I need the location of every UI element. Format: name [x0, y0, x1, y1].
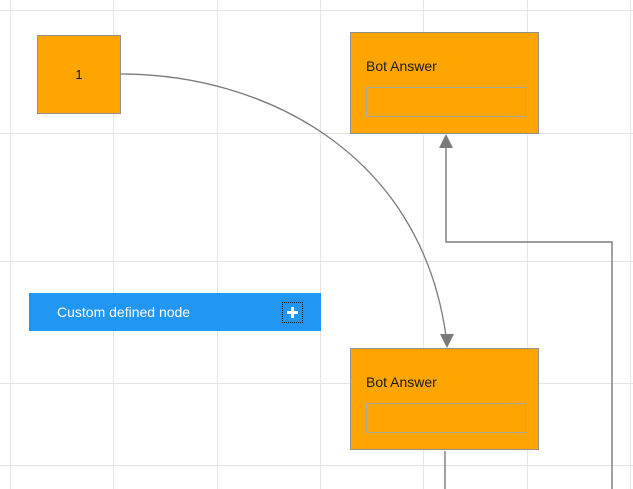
- node-answer-slot[interactable]: [366, 403, 526, 433]
- node-numbered-1[interactable]: 1: [37, 35, 121, 114]
- node-title: Bot Answer: [366, 58, 437, 74]
- node-title: Bot Answer: [366, 374, 437, 390]
- grid-line-horizontal: [0, 261, 633, 262]
- grid-line-vertical: [630, 0, 631, 489]
- node-answer-slot[interactable]: [366, 87, 526, 117]
- grid-line-vertical: [10, 0, 11, 489]
- node-bot-answer-bottom[interactable]: Bot Answer: [350, 348, 539, 450]
- arrowhead-up-icon: [439, 134, 453, 148]
- grid-line-horizontal: [0, 465, 633, 466]
- custom-defined-node-label: Custom defined node: [57, 304, 191, 320]
- grid-line-vertical: [320, 0, 321, 489]
- grid-line-horizontal: [0, 10, 633, 11]
- arrowhead-down-icon: [440, 334, 454, 348]
- plus-icon[interactable]: [282, 301, 303, 323]
- custom-defined-node-bar[interactable]: Custom defined node: [29, 293, 321, 331]
- node-number-label: 1: [75, 67, 83, 82]
- node-bot-answer-top[interactable]: Bot Answer: [350, 32, 539, 134]
- grid-line-vertical: [217, 0, 218, 489]
